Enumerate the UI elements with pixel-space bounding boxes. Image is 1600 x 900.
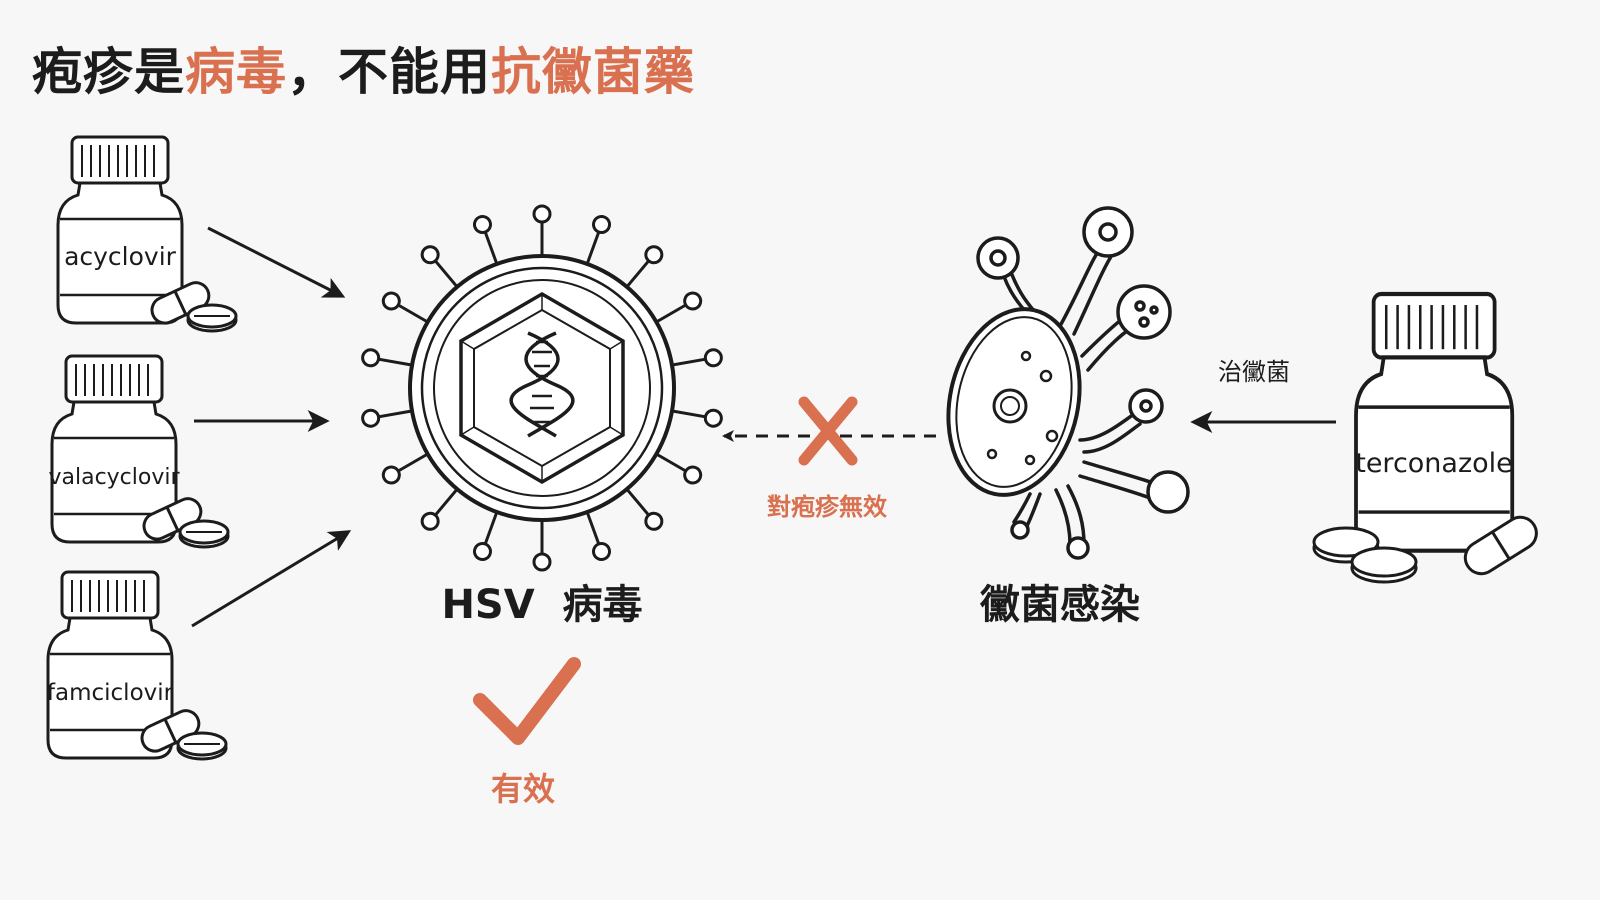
hsv-virus-icon bbox=[359, 204, 725, 572]
bottle-label: terconazole bbox=[1355, 448, 1513, 479]
virus-label: HSV 病毒 bbox=[441, 582, 642, 628]
bottle-label: acyclovir bbox=[64, 242, 177, 271]
ineffective-label: 對疱疹無效 bbox=[767, 493, 887, 521]
fungus-label: 黴菌感染 bbox=[979, 582, 1140, 628]
antiviral-bottle-famciclovir: famciclovir bbox=[46, 570, 174, 760]
bottle-label: famciclovir bbox=[47, 680, 174, 706]
fungus-icon bbox=[946, 206, 1190, 560]
virus-spike bbox=[532, 204, 552, 262]
title-part-2: 病毒 bbox=[185, 43, 287, 101]
page-title: 疱疹是病毒，不能用抗黴菌藥 bbox=[32, 32, 695, 104]
virus-spike bbox=[665, 400, 725, 429]
pills-icon bbox=[1312, 515, 1538, 584]
effective-label: 有效 bbox=[491, 770, 555, 808]
title-part-3: ，不能用 bbox=[287, 43, 491, 101]
antiviral-bottle-acyclovir: acyclovir bbox=[56, 135, 184, 325]
check-icon bbox=[473, 657, 581, 745]
bottle-label: valacyclovir bbox=[48, 465, 180, 490]
antifungal-bottle-terconazole bbox=[1356, 294, 1512, 551]
antiviral-bottle-valacyclovir: valacyclovir bbox=[48, 354, 180, 544]
arrow-famciclovir-to-virus bbox=[191, 530, 352, 628]
dna-icon bbox=[509, 331, 575, 438]
virus-spike bbox=[532, 514, 552, 572]
x-icon bbox=[798, 396, 858, 466]
title-part-4: 抗黴菌藥 bbox=[491, 43, 695, 101]
title-part-1: 疱疹是 bbox=[32, 43, 185, 101]
virus-spike bbox=[359, 347, 419, 376]
virus-spike bbox=[665, 347, 725, 376]
arrow-acyclovir-to-virus bbox=[207, 226, 346, 298]
virus-spike bbox=[359, 400, 419, 429]
antifungal-arrow-label: 治黴菌 bbox=[1218, 358, 1290, 386]
